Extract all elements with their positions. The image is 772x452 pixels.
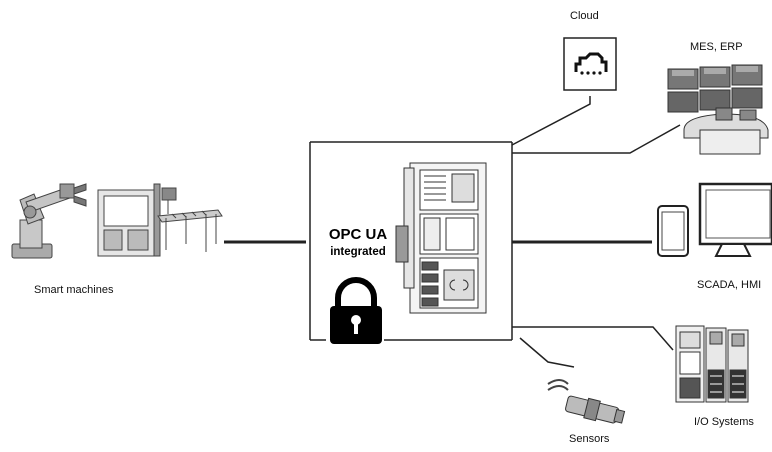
desktop-monitor-icon bbox=[698, 182, 772, 257]
control-room-monitors-icon bbox=[667, 64, 769, 155]
plc-controller-icon bbox=[395, 162, 487, 314]
mes-erp-label: MES, ERP bbox=[690, 41, 743, 53]
conveyor-belt-icon bbox=[157, 209, 223, 252]
opc-ua-controller-box bbox=[309, 141, 513, 341]
io-systems-label: I/O Systems bbox=[694, 416, 754, 428]
opc-ua-title: OPC UA bbox=[328, 226, 388, 243]
connection-lines bbox=[224, 96, 681, 368]
padlock-icon bbox=[330, 277, 382, 344]
link-mes-erp bbox=[512, 124, 681, 154]
sensors-label: Sensors bbox=[569, 433, 610, 445]
cloud-label: Cloud bbox=[570, 10, 599, 22]
scada-hmi-label: SCADA, HMI bbox=[697, 279, 762, 291]
io-module-rack-icon bbox=[675, 325, 749, 403]
link-cloud bbox=[511, 96, 591, 146]
cloud-network-icon bbox=[563, 37, 617, 91]
industrial-robot-arm-icon bbox=[11, 183, 87, 259]
tablet-icon bbox=[657, 205, 689, 257]
link-sensors bbox=[519, 337, 575, 368]
opc-ua-subtitle: integrated bbox=[330, 246, 386, 258]
smart-machine-icon bbox=[97, 183, 177, 257]
link-io bbox=[512, 326, 674, 351]
proximity-sensor-icon bbox=[547, 379, 626, 424]
smart-machines-label: Smart machines bbox=[34, 284, 114, 296]
